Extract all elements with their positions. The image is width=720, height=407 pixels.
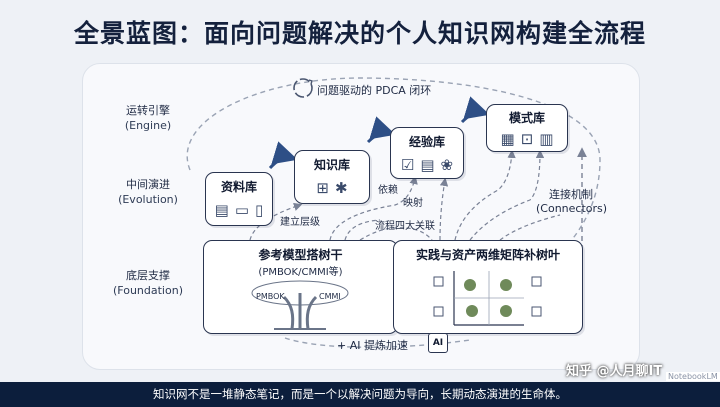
matrix-icon [433, 271, 542, 326]
patterns-title: 模式库 [508, 111, 545, 125]
model-title: 参考模型搭树干 [258, 248, 343, 262]
arrow-experience-patterns [460, 96, 490, 124]
experience-title: 经验库 [408, 135, 445, 149]
link-map-label: 映射 [403, 198, 423, 209]
grid-icon: ▥ [539, 130, 554, 148]
model-subtitle: (PMBOK/CMMI等) [258, 267, 343, 278]
materials-title: 资料库 [220, 180, 257, 194]
pdca-cycle-path [186, 77, 601, 287]
cycle-label: 问题驱动的 PDCA 闭环 [317, 84, 432, 97]
link-depend-1 [329, 175, 418, 241]
connectors-en: (Connectors) [536, 202, 608, 215]
experience-icons: ☑ ▤ ❀ [391, 156, 463, 174]
practice-title: 实践与资产两维矩阵补树叶 [415, 248, 560, 262]
knowledge-title: 知识库 [313, 158, 350, 172]
layer-evolution: 中间演进 (Evolution) [88, 177, 208, 207]
network-icon: ✱ [335, 179, 348, 197]
framework-icon: ⊡ [520, 130, 534, 148]
patterns-icons: ▦ ⊡ ▥ [487, 130, 567, 148]
practice-matrix-box: 实践与资产两维矩阵补树叶 [393, 240, 583, 334]
arrow-materials-knowledge [268, 141, 298, 170]
link-right [499, 214, 561, 241]
tree-label-right: CMMI [319, 292, 341, 301]
document-icon: ▤ [214, 201, 229, 219]
link-map-3 [469, 149, 545, 241]
link-map-1 [439, 177, 449, 241]
layer-engine: 运转引擎 (Engine) [88, 103, 208, 133]
brand-label: NotebookLM [666, 372, 720, 381]
page-title: 全景蓝图：面向问题解决的个人知识网构建全流程 [73, 19, 646, 48]
knowledge-box: 知识库 ⊞ ✱ [294, 150, 370, 204]
layer-evolution-zh: 中间演进 [126, 178, 170, 191]
folder-icon: ▭ [234, 201, 250, 219]
link-map-2 [454, 149, 516, 241]
experience-box: 经验库 ☑ ▤ ❀ [390, 127, 464, 179]
caption-bar [0, 382, 720, 407]
patterns-box: 模式库 ▦ ⊡ ▥ [486, 104, 568, 152]
cycle-icon [293, 78, 313, 98]
link-build-label: 建立层级 [280, 217, 320, 228]
tree-label-left: PMBOK [256, 292, 285, 301]
hierarchy-icon: ⊞ [316, 179, 329, 197]
layer-foundation-en: (Foundation) [113, 284, 183, 297]
layer-foundation-zh: 底层支撑 [126, 269, 170, 282]
brain-icon: ❀ [440, 156, 454, 174]
link-depend-label: 依赖 [378, 185, 398, 196]
knowledge-icons: ⊞ ✱ [295, 179, 369, 197]
connectors-label: 连接机制 (Connectors) [536, 188, 608, 216]
materials-box: 资料库 ▤ ▭ ▯ [205, 172, 273, 226]
reference-model-box: 参考模型搭树干 (PMBOK/CMMI等) PMBOK CMMI [203, 240, 398, 334]
materials-icons: ▤ ▭ ▯ [206, 201, 272, 219]
layer-evolution-en: (Evolution) [118, 193, 178, 206]
checklist-icon: ☑ [400, 156, 415, 174]
link-depend-2 [344, 219, 381, 241]
report-icon: ▤ [420, 156, 435, 174]
connectors-title: 连接机制 [549, 188, 593, 201]
layer-engine-zh: 运转引擎 [126, 104, 170, 117]
template-icon: ▦ [500, 130, 515, 148]
layer-engine-en: (Engine) [124, 119, 172, 132]
ai-label: + AI 提炼加速 [337, 339, 408, 352]
link-flow [359, 227, 433, 241]
file-icon: ▯ [255, 201, 264, 219]
tree-icon [251, 280, 349, 330]
ai-chip-icon: AI [428, 333, 448, 353]
arrow-knowledge-experience [366, 116, 396, 144]
caption-text: 知识网不是一堆静态笔记，而是一个以解决问题为导向，长期动态演进的生命体。 [153, 387, 567, 401]
link-flow-label: 流程四大关联 [375, 221, 435, 232]
layer-foundation: 底层支撑 (Foundation) [88, 268, 208, 298]
watermark: 知乎 @人月聊IT [566, 364, 663, 379]
